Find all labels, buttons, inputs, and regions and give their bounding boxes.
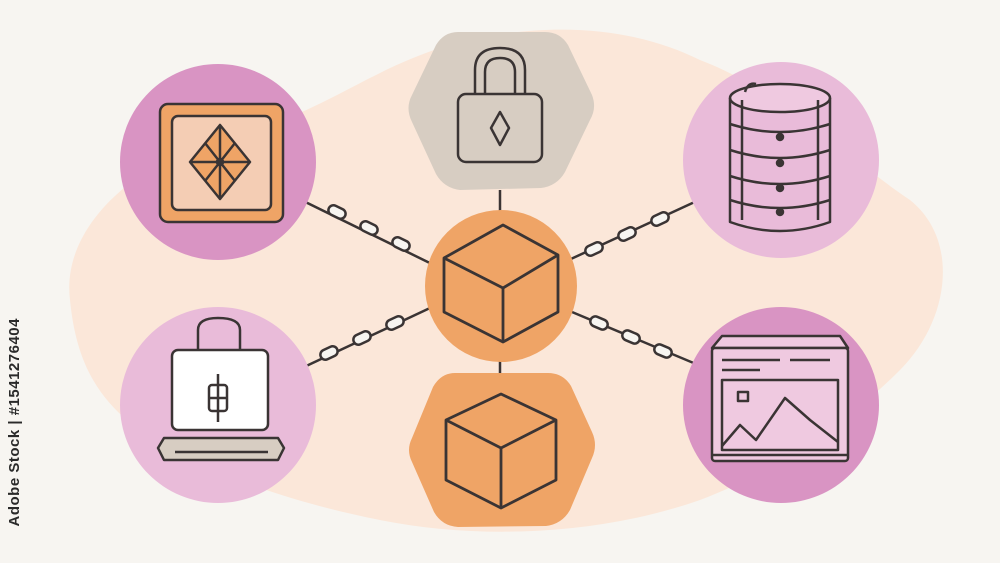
- database-icon: [728, 82, 832, 233]
- padlock-icon: [456, 46, 544, 164]
- chain-connector-bottom-right: [571, 310, 716, 374]
- stock-watermark: Adobe Stock | #1541276404: [6, 318, 23, 527]
- chain-connector-top-left: [284, 190, 441, 270]
- cube-icon: [442, 223, 560, 344]
- image-box-icon: [710, 334, 850, 463]
- bottom-node: [409, 373, 595, 527]
- top-node: [408, 32, 595, 190]
- center-block: [425, 210, 577, 362]
- laptop-lock-icon: [156, 316, 286, 462]
- top-right-node: [683, 62, 879, 258]
- diamond-chip-icon: [158, 102, 285, 224]
- top-hexagon: [408, 32, 595, 190]
- cube-icon: [444, 392, 558, 510]
- bottom-right-node: [683, 307, 879, 503]
- bottom-left-node: [120, 307, 316, 503]
- top-left-node: [120, 64, 316, 260]
